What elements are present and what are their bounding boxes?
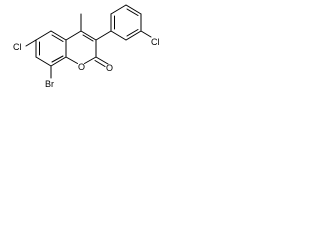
bond <box>80 30 97 41</box>
bromine-label: Br <box>45 79 54 89</box>
carbonyl-oxygen-label: O <box>106 63 113 73</box>
double-bond <box>126 8 139 16</box>
double-bond <box>51 55 64 63</box>
bond <box>84 56 97 64</box>
double-bond <box>126 29 139 37</box>
bond <box>125 30 142 41</box>
pyranone-ring <box>65 30 97 64</box>
benzo-ring <box>35 30 67 67</box>
bond <box>35 30 52 41</box>
double-bond <box>51 34 64 42</box>
phenyl-ring <box>95 4 142 41</box>
bond <box>125 4 142 15</box>
bond <box>110 4 127 15</box>
bond <box>65 30 82 41</box>
carbonyl-group <box>94 56 109 67</box>
ring-oxygen-label: O <box>78 62 85 72</box>
double-bond <box>82 34 94 42</box>
bond <box>110 30 127 41</box>
chlorine-bond-phenyl <box>140 30 152 38</box>
bond <box>95 56 109 65</box>
bond <box>35 56 52 67</box>
chemical-structure-diagram: Cl Br O O Cl <box>13 4 160 89</box>
chlorine-label: Cl <box>151 37 160 47</box>
double-bond <box>94 60 106 67</box>
chlorine-label: Cl <box>13 42 22 52</box>
bond <box>65 56 78 64</box>
bond <box>95 30 112 41</box>
bond <box>50 56 67 67</box>
chlorine-bond-left <box>25 39 37 47</box>
bond <box>50 30 67 41</box>
